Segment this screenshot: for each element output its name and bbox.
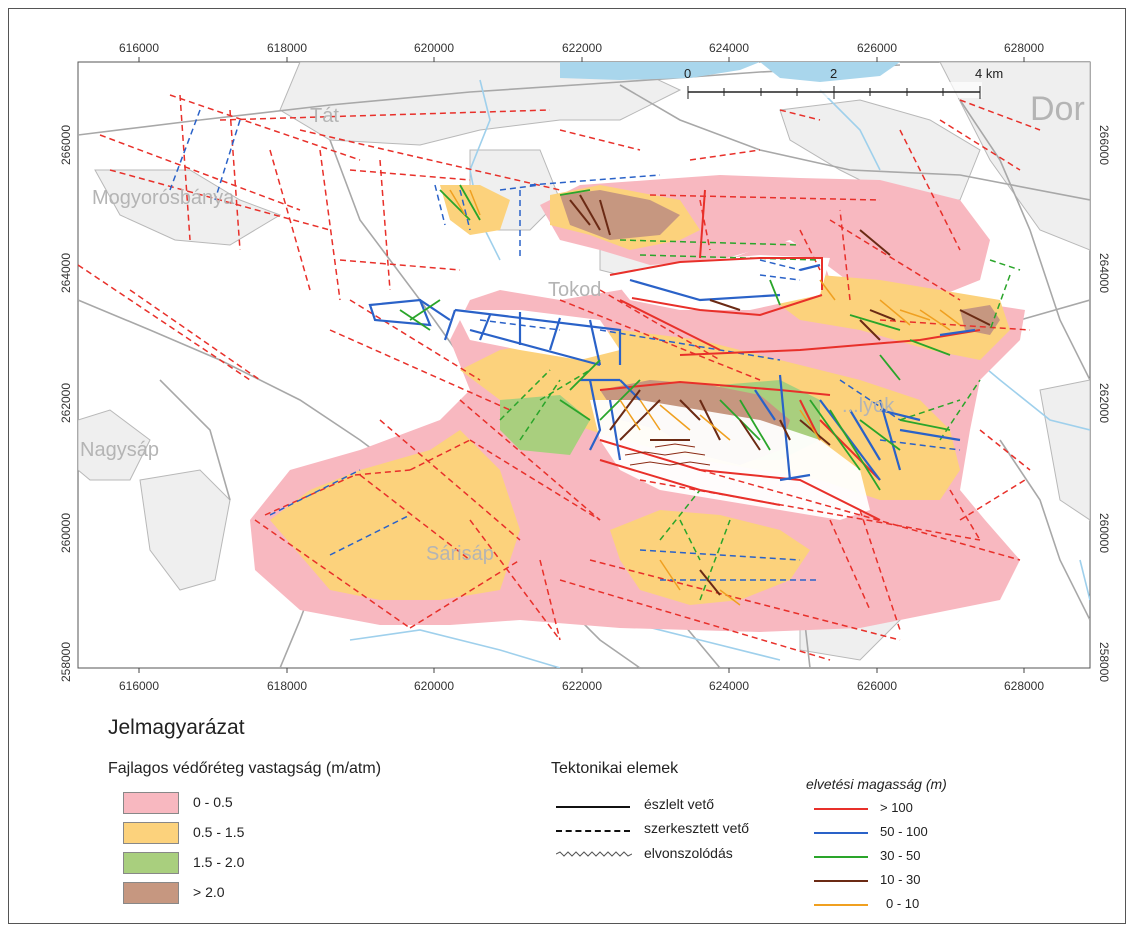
y-tick-right-262000: 262000 (1097, 383, 1111, 423)
y-tick-right-266000: 266000 (1097, 125, 1111, 165)
y-tick-left-260000: 260000 (59, 513, 73, 553)
place-mogyorosbanya: Mogyorósbánya (92, 187, 235, 209)
y-tick-left-266000: 266000 (59, 125, 73, 165)
y-tick-left-264000: 264000 (59, 253, 73, 293)
top-tick-marks (138, 57, 1025, 673)
throw-line-3 (814, 880, 868, 882)
tectonic-heading: Tektonikai elemek (551, 760, 679, 777)
place-tokod: Tokod (548, 279, 601, 301)
x-tick-bottom-626000: 626000 (857, 679, 897, 693)
x-tick-bottom-628000: 628000 (1004, 679, 1044, 693)
water (349, 62, 1090, 668)
thickness-label-2: 1.5 - 2.0 (193, 854, 245, 870)
x-tick-top-628000: 628000 (1004, 41, 1044, 55)
observed-fault-line-icon (556, 806, 630, 808)
tectonic-label-2: elvonszolódás (644, 845, 733, 861)
throw-line-4 (814, 904, 868, 906)
constructed-faults (78, 94, 1041, 661)
observed-faults-blue (368, 263, 976, 482)
place-labels: Tát Mogyorósbánya Tokod Nagysáp Sárisáp … (80, 90, 1085, 565)
constructed-fault-line-icon (556, 830, 630, 832)
place-sarisap: Sárisáp (426, 543, 494, 565)
throw-label-3: 10 - 30 (880, 872, 921, 887)
y-tick-right-264000: 264000 (1097, 253, 1111, 293)
x-tick-bottom-616000: 616000 (119, 679, 159, 693)
thickness-swatch-3 (123, 882, 179, 904)
y-tick-right-258000: 258000 (1097, 642, 1111, 682)
x-tick-bottom-618000: 618000 (267, 679, 307, 693)
observed-faults-brown (569, 194, 991, 596)
scale-label-0: 0 (684, 66, 691, 81)
x-tick-top-618000: 618000 (267, 41, 307, 55)
thickness-swatch-0 (123, 792, 179, 814)
observed-faults-red (599, 189, 981, 521)
throw-heading: elvetési magasság (m) (806, 776, 947, 792)
x-tick-bottom-624000: 624000 (709, 679, 749, 693)
figure-frame (8, 8, 1126, 924)
x-tick-bottom-622000: 622000 (562, 679, 602, 693)
coordinate-grid-labels: 616000 618000 620000 622000 624000 62600… (59, 41, 1111, 693)
place-nagysap: Nagysáp (80, 439, 159, 461)
x-tick-top-620000: 620000 (414, 41, 454, 55)
y-tick-left-262000: 262000 (59, 383, 73, 423)
place-lyok: ...lyok (842, 395, 895, 417)
scale-label-4km: 4 km (975, 66, 1003, 81)
thickness-label-3: > 2.0 (193, 884, 225, 900)
scale-bar: 0 2 4 km (684, 66, 1003, 99)
place-dor: Dor (1030, 90, 1085, 128)
place-tat: Tát (310, 105, 339, 127)
x-tick-top-624000: 624000 (709, 41, 749, 55)
x-tick-top-616000: 616000 (119, 41, 159, 55)
x-tick-top-626000: 626000 (857, 41, 897, 55)
thickness-zones (250, 175, 1025, 632)
throw-label-0: > 100 (880, 800, 913, 815)
throw-label-4: 0 - 10 (886, 896, 920, 911)
thickness-swatch-1 (123, 822, 179, 844)
thickness-label-0: 0 - 0.5 (193, 794, 233, 810)
x-tick-top-622000: 622000 (562, 41, 602, 55)
thickness-label-1: 0.5 - 1.5 (193, 824, 245, 840)
throw-label-2: 30 - 50 (880, 848, 921, 863)
throw-line-1 (814, 832, 868, 834)
thickness-swatch-2 (123, 852, 179, 874)
y-tick-left-258000: 258000 (59, 642, 73, 682)
y-tick-right-260000: 260000 (1097, 513, 1111, 553)
tectonic-label-0: észlelt vető (644, 796, 715, 812)
drag-lines (624, 443, 711, 466)
x-tick-bottom-620000: 620000 (414, 679, 454, 693)
map-layers: Tát Mogyorósbánya Tokod Nagysáp Sárisáp … (78, 62, 1090, 668)
throw-label-1: 50 - 100 (880, 824, 928, 839)
legend-title: Jelmagyarázat (108, 716, 245, 739)
thickness-heading: Fajlagos védőréteg vastagság (m/atm) (108, 760, 382, 777)
throw-line-2 (814, 856, 868, 858)
scale-label-2: 2 (830, 66, 837, 81)
tectonic-label-1: szerkesztett vető (644, 820, 750, 836)
throw-line-0 (814, 808, 868, 810)
observed-faults-orange (449, 189, 961, 606)
drag-line-icon (556, 851, 632, 857)
